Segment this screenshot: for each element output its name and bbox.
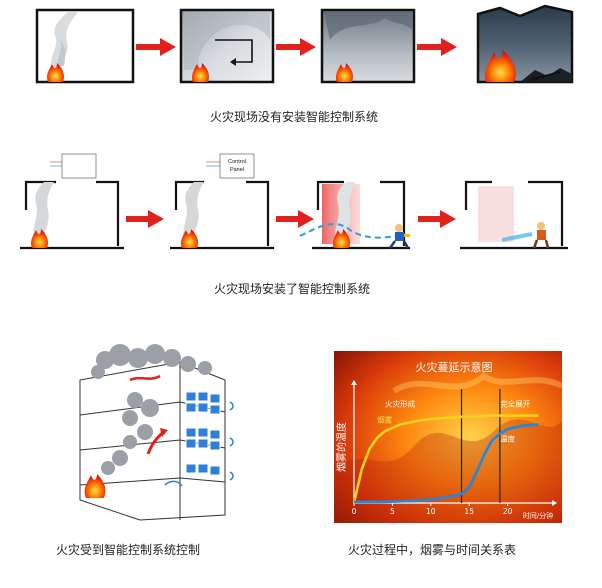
firefighter-icon <box>532 222 550 249</box>
arrow-icon <box>126 210 164 228</box>
chart-caption: 火灾过程中，烟雾与时间关系表 <box>348 543 517 557</box>
firefighter-icon <box>388 224 410 249</box>
smart-room-controlled <box>460 180 568 250</box>
flame-icon <box>31 229 49 248</box>
series-line-smoke <box>352 414 539 504</box>
flame-icon <box>47 63 65 82</box>
annotation-label: 火灾形成 <box>385 399 415 409</box>
svg-text:Control: Control <box>228 159 246 165</box>
row1-diagram <box>35 4 574 84</box>
control-panel <box>61 153 97 179</box>
flame-icon <box>333 229 351 248</box>
chart-ylabel: 烟雾的温度 <box>335 422 348 472</box>
chart-xlabel: 时间/分钟 <box>523 511 553 520</box>
smart-room-detecting: Control Panel <box>170 153 274 250</box>
building-diagram <box>79 344 234 521</box>
arrow-icon <box>417 38 457 56</box>
row2-caption: 火灾现场安装了智能控制系统 <box>214 282 371 296</box>
building-caption: 火灾受到智能控制系统控制 <box>56 543 201 557</box>
x-tick-label: 10 <box>426 507 436 516</box>
annotation-label: 完全展开 <box>500 399 530 409</box>
x-tick-label: 20 <box>503 507 513 516</box>
flame-icon <box>192 63 210 82</box>
y-axis-arrow <box>351 380 357 385</box>
flame-icon <box>181 229 199 248</box>
annotation-label: 温度 <box>500 433 515 443</box>
row1-caption: 火灾现场没有安装智能控制系统 <box>210 110 379 124</box>
room-initial-fire <box>35 8 135 84</box>
annotation-label: 烟雾 <box>377 415 392 424</box>
arrow-icon <box>136 38 176 56</box>
x-axis-arrow <box>552 500 557 506</box>
x-tick-label: 5 <box>390 507 395 516</box>
chart-title: 火灾蔓延示意图 <box>416 360 493 374</box>
row2-diagram: Control Panel <box>20 153 568 250</box>
flame-icon <box>84 474 106 498</box>
x-tick-label: 15 <box>464 507 474 516</box>
control-panel <box>219 153 255 179</box>
x-tick-label: 0 <box>352 507 357 516</box>
room-smoke-filled <box>320 8 416 84</box>
arrow-icon <box>418 210 456 228</box>
arrow-icon <box>276 38 316 56</box>
series-line-temperature <box>354 423 539 504</box>
smart-room-initial <box>20 153 124 250</box>
flame-icon <box>336 63 354 82</box>
flame-icon <box>484 50 517 82</box>
room-smoke-spreading <box>179 8 275 84</box>
room-flashover <box>476 4 574 84</box>
chart-background <box>334 351 562 523</box>
smart-room-extinguishing <box>299 180 410 250</box>
svg-text:Panel: Panel <box>230 167 244 173</box>
arrow-icon <box>276 210 314 228</box>
